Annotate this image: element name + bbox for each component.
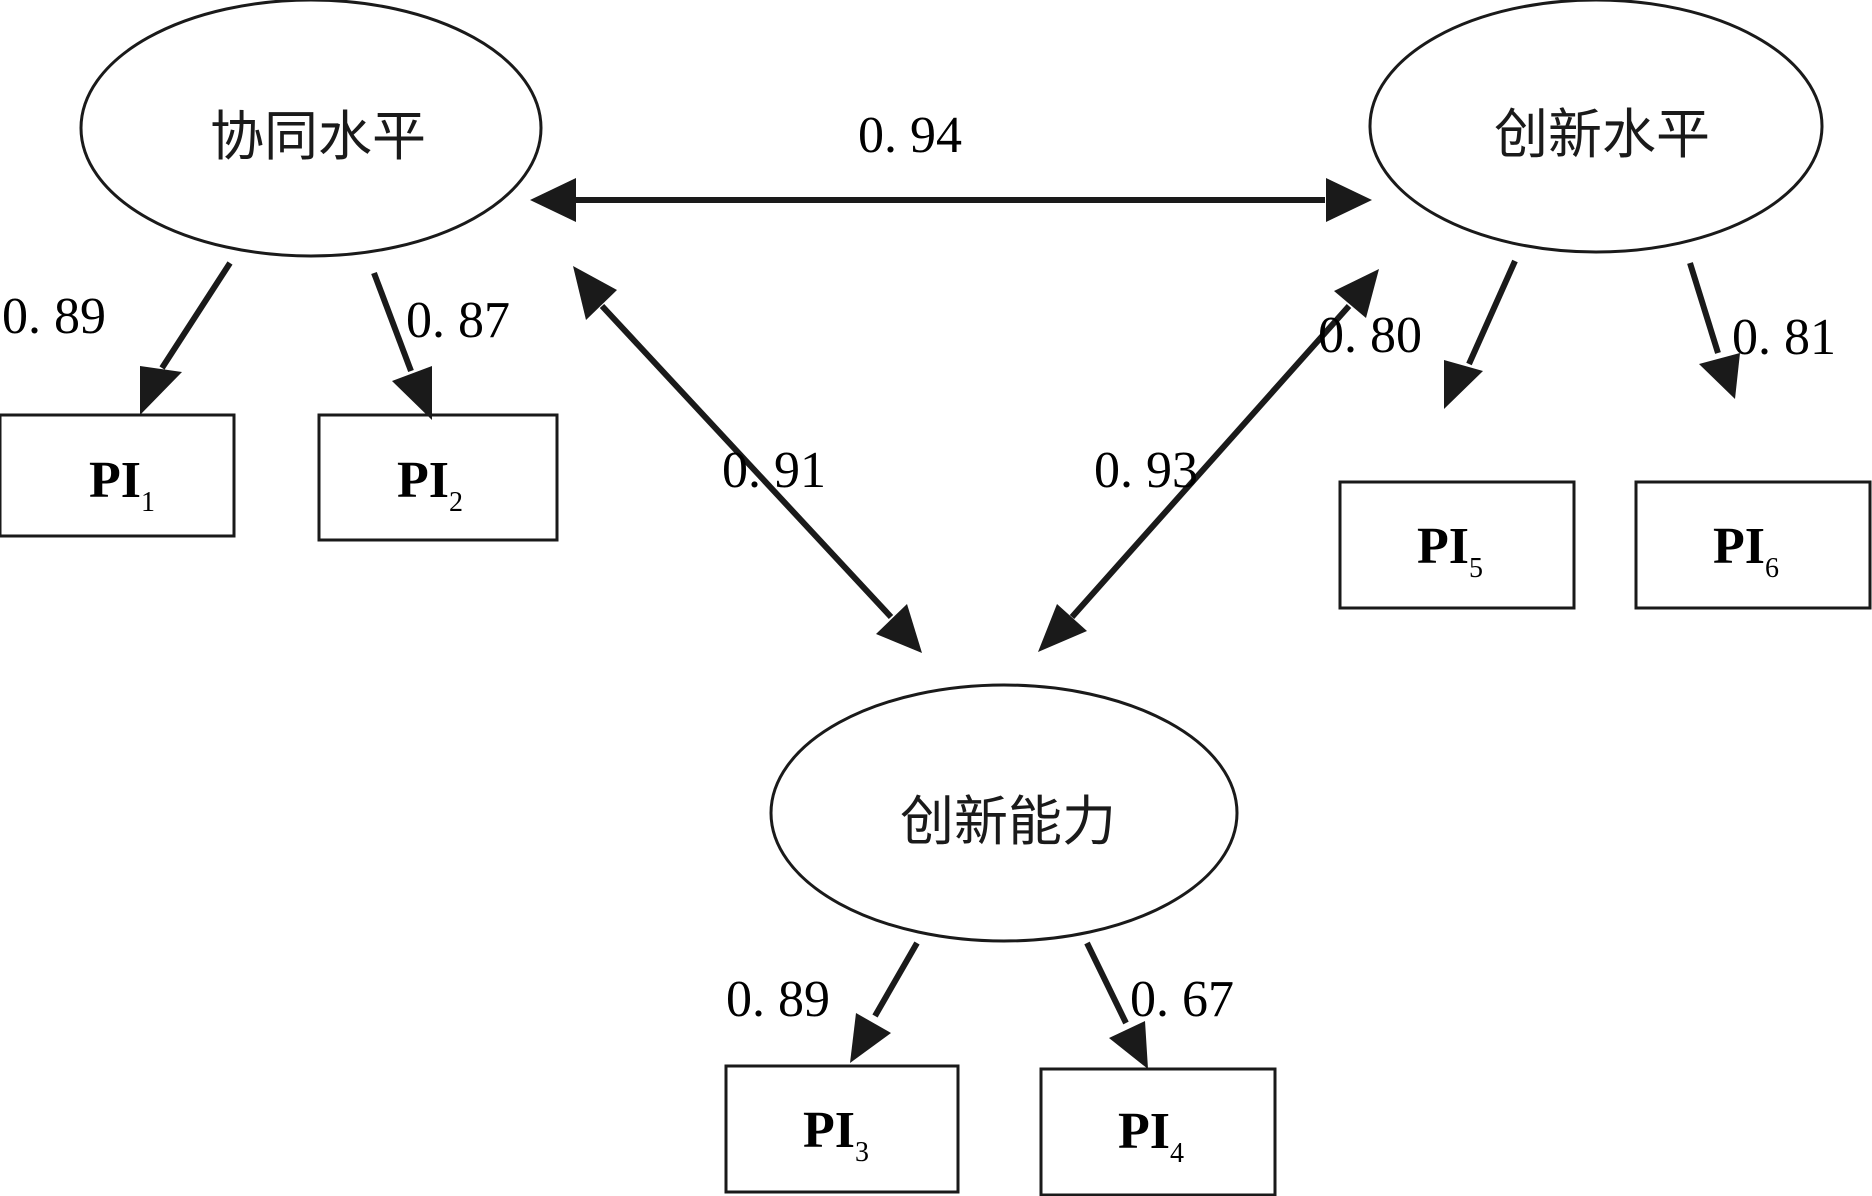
coef-synergy-innovation-capability: 0. 91 — [722, 442, 826, 499]
svg-text:PI1: PI1 — [89, 452, 155, 518]
coef-loading-pi2: 0. 87 — [406, 292, 510, 349]
indicator-pi4-sub: 4 — [1170, 1138, 1184, 1169]
indicator-pi1-base: PI — [89, 452, 141, 509]
arrow-loading-pi4 — [1084, 941, 1148, 1069]
indicator-pi4-base: PI — [1118, 1103, 1170, 1160]
latent-innovation-capability: 创新能力 — [769, 683, 1239, 943]
svg-text:PI4: PI4 — [1118, 1103, 1184, 1169]
svg-text:PI6: PI6 — [1713, 518, 1779, 584]
arrow-loading-pi6 — [1687, 262, 1740, 399]
indicator-pi4: PI4 — [1039, 1067, 1277, 1196]
coef-loading-pi1: 0. 89 — [2, 288, 106, 345]
coef-loading-pi3: 0. 89 — [726, 971, 830, 1028]
svg-text:PI5: PI5 — [1417, 518, 1483, 584]
arrow-synergy-innovation-capability — [573, 266, 922, 653]
indicator-pi2-base: PI — [397, 452, 449, 509]
indicator-pi2-sub: 2 — [449, 487, 463, 518]
indicator-pi5-base: PI — [1417, 518, 1469, 575]
indicator-pi3: PI3 — [724, 1064, 960, 1194]
coef-loading-pi4: 0. 67 — [1130, 971, 1234, 1028]
latent-innovation-level: 创新水平 — [1368, 0, 1824, 254]
indicator-pi2: PI2 — [317, 413, 559, 542]
indicator-pi1-sub: 1 — [141, 487, 155, 518]
arrow-loading-pi2 — [371, 271, 432, 420]
indicator-pi6: PI6 — [1634, 480, 1872, 610]
coef-loading-pi5: 0. 80 — [1318, 307, 1422, 364]
latent-innovation-level-label: 创新水平 — [1494, 103, 1710, 166]
arrow-innovation-level-innovation-capability — [1038, 269, 1379, 652]
arrow-synergy-innovation-level — [530, 178, 1372, 222]
latent-synergy-label: 协同水平 — [210, 105, 426, 168]
svg-text:PI2: PI2 — [397, 452, 463, 518]
indicator-pi1: PI1 — [0, 413, 236, 538]
arrow-loading-pi1 — [140, 261, 233, 415]
latent-synergy: 协同水平 — [79, 0, 543, 258]
coef-loading-pi6: 0. 81 — [1732, 309, 1836, 366]
indicator-pi3-sub: 3 — [855, 1137, 869, 1168]
arrow-loading-pi3 — [850, 941, 920, 1063]
indicator-pi5: PI5 — [1338, 480, 1576, 610]
indicator-pi5-sub: 5 — [1469, 553, 1483, 584]
coef-innovation-level-innovation-capability: 0. 93 — [1094, 442, 1198, 499]
coef-synergy-innovation-level: 0. 94 — [858, 107, 962, 164]
indicator-pi3-base: PI — [803, 1102, 855, 1159]
arrow-loading-pi5 — [1444, 259, 1518, 409]
indicator-pi6-sub: 6 — [1765, 553, 1779, 584]
svg-text:PI3: PI3 — [803, 1102, 869, 1168]
indicator-pi6-base: PI — [1713, 518, 1765, 575]
latent-innovation-capability-label: 创新能力 — [900, 790, 1116, 853]
